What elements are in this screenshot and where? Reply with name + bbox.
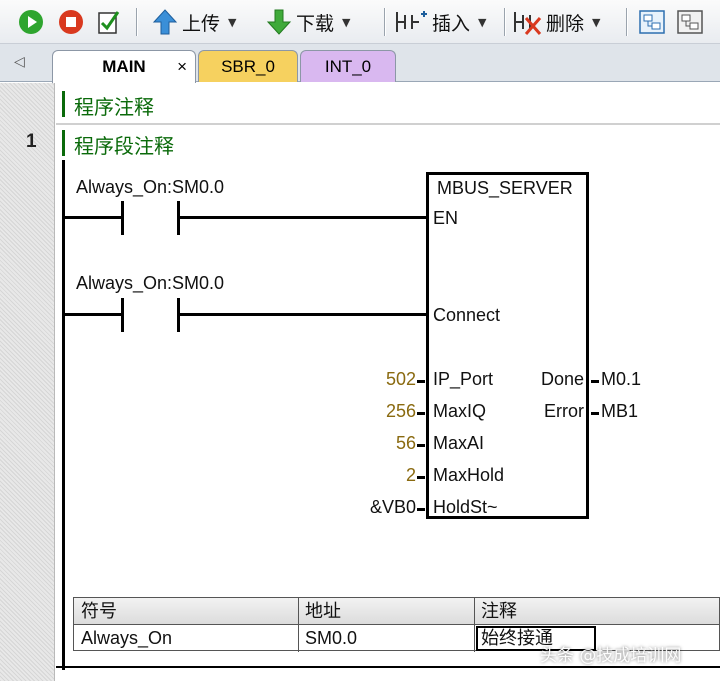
tab-main[interactable]: MAIN × xyxy=(52,50,196,83)
delete-button[interactable]: 删除 ▼ xyxy=(512,6,600,38)
wire xyxy=(65,216,122,219)
insert-label: 插入 xyxy=(432,12,471,35)
comment-divider xyxy=(56,123,720,125)
param-maxai-value[interactable]: 56 xyxy=(395,433,416,453)
download-label: 下载 xyxy=(296,12,335,35)
tab-main-label: MAIN xyxy=(102,57,146,76)
row-address[interactable]: SM0.0 xyxy=(305,628,358,648)
pin-stub xyxy=(417,444,425,447)
pin-error: Error xyxy=(544,401,584,421)
pin-stub xyxy=(417,380,425,383)
stop-button[interactable] xyxy=(58,6,84,38)
network-number: 1 xyxy=(26,131,37,152)
block-view-button[interactable] xyxy=(676,6,704,38)
pin-stub xyxy=(417,476,425,479)
header-address[interactable]: 地址 xyxy=(305,601,341,621)
tab-int-0[interactable]: INT_0 xyxy=(300,50,396,82)
insert-dropdown-icon[interactable]: ▼ xyxy=(478,15,487,29)
pin-ip-port: IP_Port xyxy=(433,369,494,389)
param-maxiq-value[interactable]: 256 xyxy=(385,401,416,421)
watermark: 头条 @技成培训网 xyxy=(540,646,682,666)
download-arrow-icon xyxy=(266,9,292,35)
delete-dropdown-icon[interactable]: ▼ xyxy=(592,15,601,29)
param-holdst-value[interactable]: &VB0 xyxy=(369,497,416,517)
run-icon xyxy=(19,10,43,34)
stop-icon xyxy=(59,10,83,34)
toolbar: 上传 ▼ 下载 ▼ 插入 ▼ 删除 ▼ xyxy=(0,0,720,44)
download-button[interactable]: 下载 ▼ xyxy=(266,6,350,38)
contact-1-label: Always_On:SM0.0 xyxy=(76,177,225,197)
pin-stub xyxy=(591,380,599,383)
symbol-table-header xyxy=(74,598,719,625)
contact-2-label: Always_On:SM0.0 xyxy=(76,273,225,293)
param-done-value[interactable]: M0.1 xyxy=(601,369,642,389)
pin-maxhold: MaxHold xyxy=(433,465,505,485)
pin-done: Done xyxy=(540,369,584,389)
upload-dropdown-icon[interactable]: ▼ xyxy=(228,15,237,29)
insert-icon xyxy=(396,11,427,32)
network-end-line xyxy=(56,666,720,668)
insert-button[interactable]: 插入 ▼ xyxy=(394,6,486,38)
tab-sbr-0[interactable]: SBR_0 xyxy=(198,50,298,82)
pin-holdst: HoldSt~ xyxy=(433,497,498,517)
tab-sbr-label: SBR_0 xyxy=(221,56,275,76)
param-ip-port-value[interactable]: 502 xyxy=(385,369,416,389)
pin-connect: Connect xyxy=(433,305,501,325)
pin-stub xyxy=(417,508,425,511)
upload-label: 上传 xyxy=(182,12,221,35)
power-rail xyxy=(62,160,65,670)
close-icon[interactable]: × xyxy=(177,57,187,76)
param-maxhold-value[interactable]: 2 xyxy=(405,465,416,485)
block-title: MBUS_SERVER xyxy=(437,178,573,198)
network-comment[interactable]: 程序段注释 xyxy=(62,130,174,158)
network-view-icon xyxy=(639,10,665,34)
program-comment[interactable]: 程序注释 xyxy=(62,91,154,119)
param-error-value[interactable]: MB1 xyxy=(601,401,639,421)
block-view-icon xyxy=(677,10,703,34)
delete-icon xyxy=(514,12,542,35)
compile-check-icon xyxy=(98,11,120,34)
mbus-server-block[interactable]: MBUS_SERVER xyxy=(426,172,589,519)
pin-maxiq: MaxIQ xyxy=(433,401,487,421)
symbol-table: 符号 地址 注释 Always_On SM0.0 始终接通 xyxy=(73,597,720,652)
wire xyxy=(180,216,426,219)
tab-int-label: INT_0 xyxy=(324,56,372,76)
wire xyxy=(65,313,122,316)
pin-maxai: MaxAI xyxy=(433,433,485,453)
column-divider xyxy=(298,598,299,652)
contact-1-right-bar[interactable] xyxy=(177,201,180,235)
header-symbol[interactable]: 符号 xyxy=(81,601,117,621)
upload-arrow-icon xyxy=(152,9,178,35)
contact-2-right-bar[interactable] xyxy=(177,298,180,332)
contact-2-left-bar[interactable] xyxy=(121,298,124,332)
pin-en: EN xyxy=(433,208,459,228)
run-button[interactable] xyxy=(18,6,44,38)
pin-stub xyxy=(591,412,599,415)
contact-1-left-bar[interactable] xyxy=(121,201,124,235)
pin-stub xyxy=(417,412,425,415)
column-divider xyxy=(474,598,475,652)
header-comment[interactable]: 注释 xyxy=(481,601,517,621)
tab-bar: ◁ MAIN × SBR_0 INT_0 xyxy=(0,44,720,83)
selected-cell-outline xyxy=(476,626,596,651)
wire xyxy=(180,313,426,316)
network-gutter xyxy=(0,83,55,681)
network-view-button[interactable] xyxy=(638,6,666,38)
row-symbol[interactable]: Always_On xyxy=(81,628,173,648)
compile-button[interactable] xyxy=(96,6,122,38)
download-dropdown-icon[interactable]: ▼ xyxy=(342,15,351,29)
upload-button[interactable]: 上传 ▼ xyxy=(152,6,236,38)
delete-label: 删除 xyxy=(546,12,585,35)
row-comment[interactable]: 始终接通 xyxy=(481,628,553,648)
tab-scroll-left-icon[interactable]: ◁ xyxy=(14,53,25,69)
